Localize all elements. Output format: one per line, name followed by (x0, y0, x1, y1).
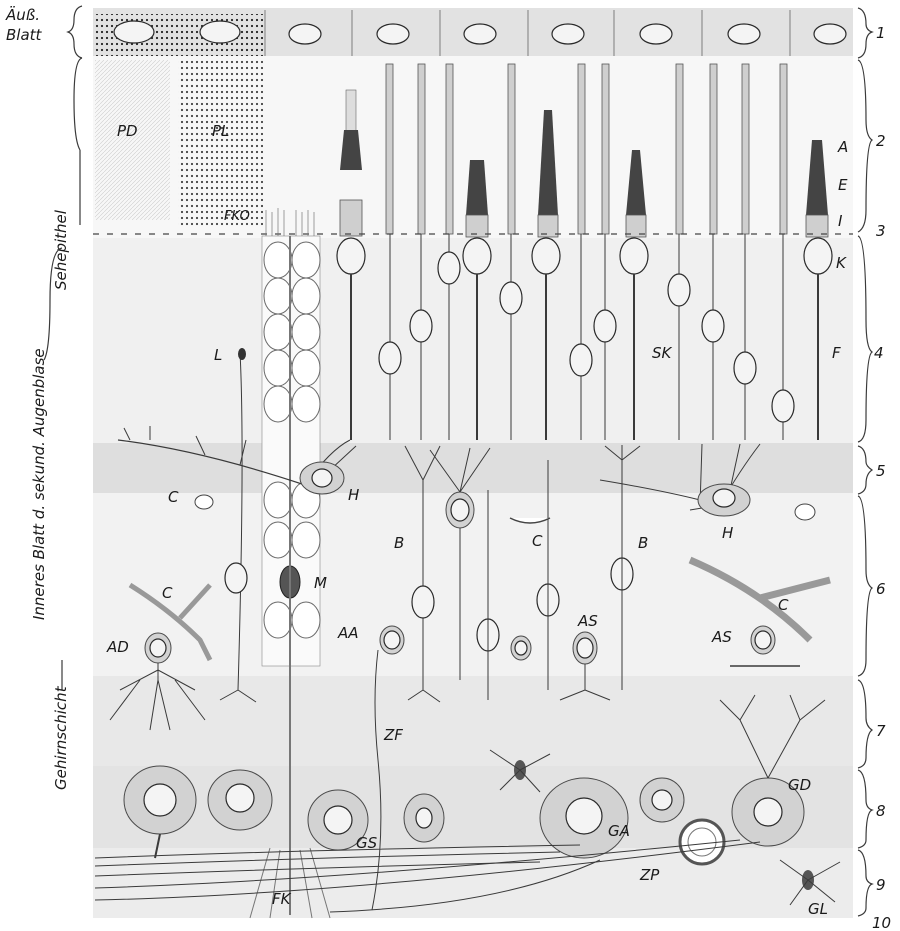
label-AS2: AS (711, 628, 732, 646)
label-AS1: AS (577, 612, 598, 630)
label-C2: C (532, 532, 543, 550)
outer-leaf-label-line1: Äuß. (5, 5, 40, 24)
layer-number-3: 3 (876, 222, 886, 240)
label-ZP: ZP (639, 866, 660, 884)
label-AA: AA (337, 624, 359, 642)
sehepithel-label: Sehepithel (52, 209, 70, 290)
layer-number-5: 5 (876, 462, 886, 480)
label-H1: H (348, 486, 359, 504)
label-FK: FK (272, 890, 292, 908)
label-I: I (838, 212, 843, 230)
label-C3: C (162, 584, 173, 602)
label-A: A (837, 138, 848, 156)
label-H2: H (722, 524, 733, 542)
label-K: K (836, 254, 847, 272)
layer-number-6: 6 (876, 580, 886, 598)
layer-number-1: 1 (876, 24, 886, 42)
layer-number-2: 2 (876, 132, 886, 150)
left-side-labels: Äuß. Blatt Sehepithel Inneres Blatt d. s… (5, 5, 82, 790)
label-E: E (838, 176, 848, 194)
label-PD: PD (117, 122, 138, 140)
label-GA: GA (608, 822, 630, 840)
label-GL: GL (808, 900, 828, 918)
gehirnschicht-label: Gehirnschicht (52, 685, 70, 790)
outer-leaf-label-line2: Blatt (6, 26, 43, 44)
layer-number-10: 10 (872, 914, 891, 931)
label-C1: C (168, 488, 179, 506)
label-GD: GD (788, 776, 811, 794)
layer-number-braces (858, 8, 872, 916)
layer-number-9: 9 (876, 876, 886, 894)
label-PL: PL (212, 122, 229, 140)
label-ZF: ZF (383, 726, 403, 744)
label-AD: AD (106, 638, 129, 656)
label-L: L (214, 346, 222, 364)
label-C4: C (778, 596, 789, 614)
label-GS: GS (356, 834, 378, 852)
label-FKO: FKO (224, 209, 250, 224)
label-B2: B (638, 534, 648, 552)
label-SK: SK (652, 344, 673, 362)
layer-number-7: 7 (876, 722, 886, 740)
layer-number-4: 4 (874, 344, 884, 362)
inner-leaf-label: Inneres Blatt d. sekund. Augenblase (30, 348, 48, 620)
label-M: M (314, 574, 327, 592)
pigment-processes (95, 58, 263, 226)
label-F: F (832, 344, 841, 362)
layer-numbers: 1 2 3 4 5 6 7 8 9 10 (872, 24, 891, 931)
label-B1: B (394, 534, 404, 552)
layer-number-8: 8 (876, 802, 886, 820)
